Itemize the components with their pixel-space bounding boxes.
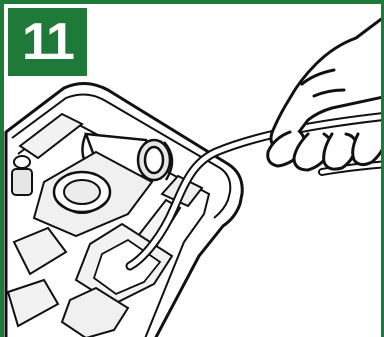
pill-shape	[14, 156, 30, 168]
step-number-badge: 11	[8, 8, 87, 76]
hand	[268, 14, 384, 170]
pill-shape-2	[12, 169, 32, 195]
round-cup-inner	[64, 180, 100, 204]
